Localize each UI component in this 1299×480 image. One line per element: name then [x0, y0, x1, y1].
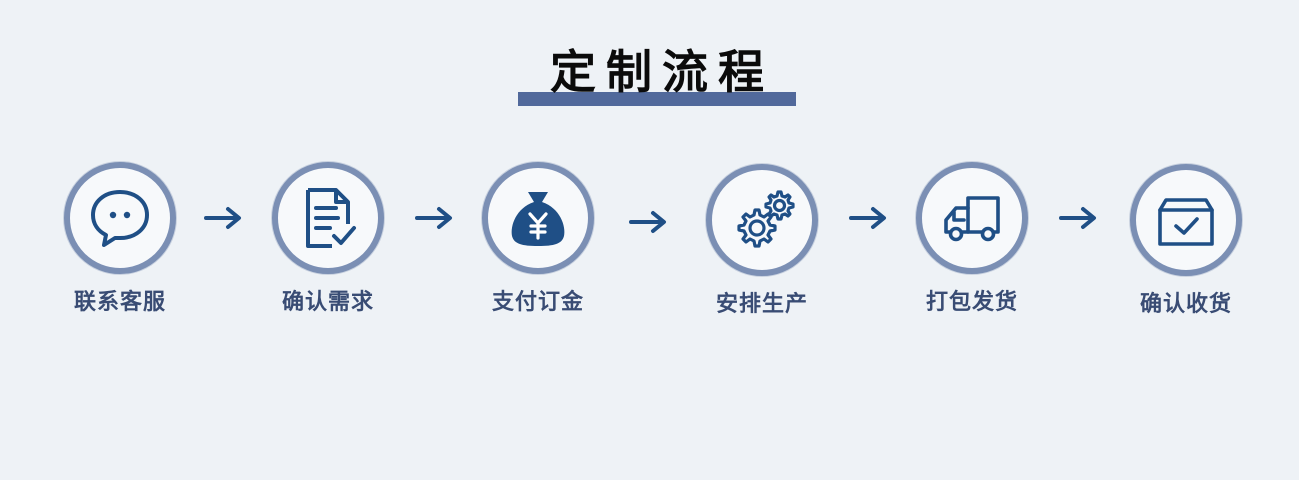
box-check-icon	[1158, 198, 1214, 246]
step-label: 联系客服	[73, 290, 166, 315]
document-check-icon	[306, 188, 356, 248]
step-label: 打包发货	[925, 290, 1018, 315]
step-circle	[1130, 164, 1242, 276]
gears-icon	[737, 190, 795, 248]
process-title-block: 定制流程	[518, 42, 796, 106]
page-title: 定制流程	[550, 45, 774, 99]
step-circle	[706, 164, 818, 276]
arrow-right-icon	[1059, 207, 1096, 229]
title-underline-bar	[518, 92, 796, 106]
step-label: 确认需求	[281, 290, 374, 315]
step-circle	[64, 162, 176, 274]
step-label: 确认收货	[1139, 292, 1232, 317]
step-circle	[272, 162, 384, 274]
step-circle	[916, 162, 1028, 274]
arrow-right-icon	[629, 211, 666, 233]
arrow-right-icon	[849, 207, 886, 229]
arrow-right-icon	[204, 207, 241, 229]
step-circle	[482, 162, 594, 274]
truck-icon	[944, 196, 1000, 242]
step-label: 支付订金	[491, 290, 584, 315]
step-label: 安排生产	[715, 292, 808, 317]
arrow-right-icon	[415, 207, 452, 229]
money-bag-icon	[511, 192, 565, 246]
chat-bubble-icon	[91, 190, 149, 247]
